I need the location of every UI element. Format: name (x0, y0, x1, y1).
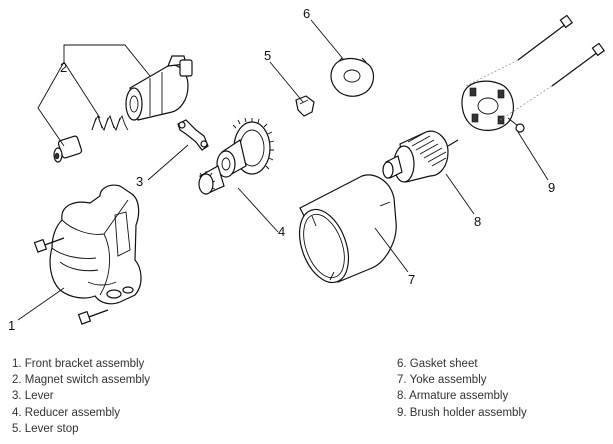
lever (177, 119, 209, 151)
legend-right: 6. Gasket sheet 7. Yoke assembly 8. Arma… (397, 356, 527, 421)
through-bolts (465, 14, 606, 121)
legend-item: 4. Reducer assembly (12, 406, 121, 419)
starter-exploded-diagram: 1 2 3 4 5 6 7 8 9 (8, 6, 606, 333)
callout-6: 6 (303, 6, 310, 21)
legend-item: 5. Lever stop (12, 422, 79, 435)
legend-item: 1. Front bracket assembly (12, 358, 145, 370)
magnet-switch-assembly (53, 55, 193, 163)
legend-item: 2. Magnet switch assembly (12, 374, 151, 387)
leader-lines (17, 19, 549, 321)
callout-5: 5 (264, 48, 271, 63)
front-bracket-assembly (33, 184, 142, 325)
gasket-sheet (330, 57, 375, 97)
brush-holder-assembly (461, 80, 525, 133)
callout-numbers: 1 2 3 4 5 6 7 8 9 (8, 6, 555, 333)
reducer-assembly (198, 117, 275, 195)
callout-3: 3 (136, 174, 143, 189)
callout-2: 2 (60, 60, 67, 75)
callout-1: 1 (8, 318, 15, 333)
bracket-bolt-upper (33, 237, 65, 253)
legend-item: 8. Armature assembly (397, 390, 509, 403)
callout-8: 8 (474, 214, 481, 229)
callout-9: 9 (548, 180, 555, 195)
armature-assembly (382, 130, 459, 183)
legend-item: 6. Gasket sheet (397, 358, 478, 370)
callout-7: 7 (408, 272, 415, 287)
legend-item: 9. Brush holder assembly (397, 406, 527, 419)
legend-left: 1. Front bracket assembly 2. Magnet swit… (12, 356, 150, 437)
callout-4: 4 (278, 224, 285, 239)
legend-item: 3. Lever (12, 390, 54, 403)
plunger-spring (91, 115, 129, 131)
plunger (53, 135, 83, 163)
bracket-bolt-lower (77, 309, 109, 325)
yoke-assembly (298, 174, 397, 284)
lever-stop (295, 95, 315, 117)
legend-item: 7. Yoke assembly (397, 374, 487, 387)
